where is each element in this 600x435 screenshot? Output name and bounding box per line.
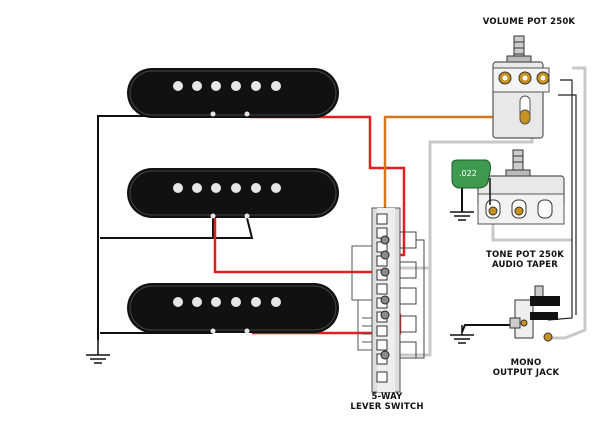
tone-pot-label-line1: TONE POT 250K <box>485 250 565 260</box>
output-jack-icon <box>509 285 560 342</box>
jack-sleeve <box>530 312 558 320</box>
solder-lug <box>244 328 250 334</box>
shield-wire-jack <box>550 66 587 340</box>
output-jack-label: MONO OUTPUT JACK <box>486 358 566 378</box>
potentiometer-icon <box>477 149 565 225</box>
capacitor-label: .022 <box>459 169 477 178</box>
solder-lug <box>210 213 216 219</box>
jack-tip <box>530 296 560 306</box>
bridge-pickup-body <box>127 283 339 333</box>
output-jack-label-line2: OUTPUT JACK <box>492 368 560 378</box>
volume-to-jack-wires <box>547 79 577 321</box>
switch-label: 5-WAY LEVER SWITCH <box>348 392 426 412</box>
tone-pot-shaft <box>512 149 524 173</box>
pole-pieces <box>173 81 281 91</box>
middle-pickup-body <box>127 168 339 218</box>
switch-lever-outlines <box>399 231 425 359</box>
ground-symbol-icon <box>450 211 474 221</box>
capacitor-icon: .022 <box>451 159 491 205</box>
solder-lug <box>210 328 216 334</box>
tone-pot-label-line2: AUDIO TAPER <box>491 260 559 270</box>
ground-wire-jack <box>461 324 520 333</box>
ground-wire-middle <box>100 218 214 239</box>
output-jack-label-line1: MONO <box>510 358 542 368</box>
pole-pieces <box>173 297 281 307</box>
solder-lug <box>244 213 250 219</box>
volume-pot-label: VOLUME POT 250K <box>482 17 576 27</box>
solder-lug <box>244 111 250 117</box>
solder-lug <box>210 111 216 117</box>
tone-pot-lugs <box>485 199 553 219</box>
ground-symbol-icon <box>450 325 474 344</box>
single-coil-pickup-icon <box>127 68 339 118</box>
switch-terminals <box>380 235 390 360</box>
hot-wire-neck <box>250 115 406 257</box>
tone-pot-label: TONE POT 250K AUDIO TAPER <box>478 250 572 270</box>
neck-pickup-body <box>127 68 339 118</box>
single-coil-pickup-icon <box>127 283 339 334</box>
ground-symbol-icon <box>86 340 110 364</box>
switch-label-line2: LEVER SWITCH <box>350 402 424 412</box>
switch-label-line1: 5-WAY <box>371 392 403 402</box>
hot-wire-middle <box>213 218 385 274</box>
capacitor-body <box>451 159 491 189</box>
potentiometer-icon <box>492 35 550 139</box>
ground-wire-middle-2 <box>213 217 254 239</box>
pole-pieces <box>173 183 281 193</box>
volume-pot-lugs <box>498 71 550 85</box>
switch-comb <box>351 245 372 351</box>
single-coil-pickup-icon <box>127 168 339 219</box>
lever-switch-icon <box>351 207 425 393</box>
